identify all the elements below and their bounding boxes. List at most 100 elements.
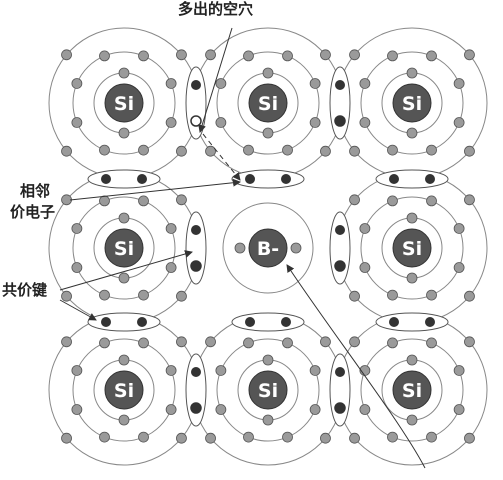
bond-ellipse [87,312,161,332]
inner-electron [215,404,227,415]
inner-electron [453,404,465,415]
inner-electron [138,195,149,207]
outer-electron [176,432,187,444]
silicon-nucleus [104,370,144,410]
silicon-atom: Si [192,314,344,466]
inner-electron [387,50,398,62]
outer-electron [320,336,331,348]
silicon-symbol: Si [402,238,422,260]
inner-electron [165,262,177,273]
inner-electron [165,117,177,128]
covalent-bond [329,66,351,140]
inner-electron [359,78,371,89]
silicon-nucleus [104,83,144,123]
annotations: 多出的空穴 相邻 价电子 共价键 [2,0,426,469]
valence-electron [190,260,202,272]
covalent-bond [231,169,305,189]
valence-electron [334,402,346,414]
bond-ellipse [231,169,305,189]
silicon-atom: Si [192,27,344,179]
inner-electron [243,431,254,443]
silicon-symbol: Si [114,380,134,402]
inner-electron [309,365,321,376]
outer-electron [349,432,360,444]
core-electron [406,414,418,426]
valence-electron [245,317,255,327]
adjacent-valence-label-line2: 价电子 [10,203,55,221]
bond-ellipse [375,169,449,189]
outer-electron [349,290,360,302]
outer-electron [61,290,72,302]
bond-ellipse [329,211,351,285]
core-electron [406,212,418,224]
core-electron [290,242,302,254]
inner-electron [453,78,465,89]
inner-electron [71,262,83,273]
inner-electron [387,195,398,207]
silicon-atom: Si [48,172,200,324]
valence-electron [334,115,346,127]
valence-electron [389,174,399,184]
inner-electron [453,262,465,273]
core-electron [262,354,274,366]
outer-electron [349,145,360,157]
orbit-ring [360,196,464,300]
extra-hole-pointer [198,27,233,133]
inner-electron [138,289,149,301]
outer-electron [176,145,187,157]
bond-ellipse [231,312,305,332]
orbit-ring [72,196,176,300]
inner-electron [387,431,398,443]
inner-electron [387,144,398,156]
inner-electron [426,144,437,156]
orbit-ring [72,338,176,442]
outer-electron [176,49,187,61]
covalent-bond [375,312,449,332]
bond-ellipse [87,169,161,189]
outer-electron [61,49,72,61]
bonds-layer [87,66,449,427]
outer-electron [61,432,72,444]
silicon-symbol: Si [258,380,278,402]
adjacent-valence-label-line1: 相邻 [20,182,50,200]
outer-electron [349,194,360,206]
core-electron [118,272,130,284]
silicon-symbol: Si [114,238,134,260]
valence-electron [101,317,111,327]
outer-electron [320,49,331,61]
inner-electron [99,144,110,156]
inner-electron [426,50,437,62]
silicon-atom: Si [336,27,488,179]
core-electron [262,414,274,426]
inner-electron [426,431,437,443]
inner-electron [309,78,321,89]
outer-electron [464,336,475,348]
core-electron [118,67,130,79]
inner-electron [243,144,254,156]
bond-ellipse [185,66,207,140]
outer-electron [349,49,360,61]
outer-electron [464,194,475,206]
silicon-nucleus [392,228,432,268]
outer-electron [320,432,331,444]
inner-electron [387,289,398,301]
valence-electron [335,225,345,235]
core-electron [234,242,246,254]
covalent-bond [185,211,207,285]
valence-electron [245,174,255,184]
outer-electron [61,336,72,348]
extra-hole-dashed-pointer [202,133,241,181]
outer-electron [464,145,475,157]
inner-electron [99,195,110,207]
core-electron [118,212,130,224]
boron-atom: B- [222,202,314,294]
bond-ellipse [375,312,449,332]
outer-electron [320,145,331,157]
valence-electron [335,80,345,90]
outer-electron [205,432,216,444]
inner-electron [387,337,398,349]
boron-pointer [286,264,426,469]
valence-electron [190,402,202,414]
inner-electron [99,289,110,301]
outer-electron [205,336,216,348]
